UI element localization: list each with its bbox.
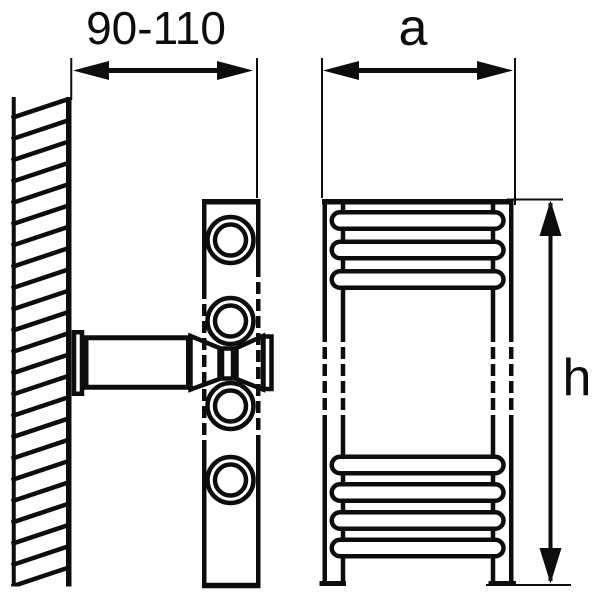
hatch-line xyxy=(11,480,69,504)
hatch-line xyxy=(11,565,69,587)
arrowhead-up-icon xyxy=(539,200,562,236)
tube-cross-sections xyxy=(205,214,256,506)
hatch-line xyxy=(11,373,69,398)
hatch-line xyxy=(11,224,69,248)
hatch-line xyxy=(11,458,69,483)
arrowhead-left-icon xyxy=(73,61,109,80)
bracket-clamp-neck xyxy=(219,346,236,381)
hatch-line xyxy=(11,203,69,227)
hatch-line xyxy=(11,352,69,376)
hatch-line xyxy=(11,160,69,185)
dimension-wall-offset: 90-110 xyxy=(70,2,258,198)
tube-inner-ring xyxy=(212,303,249,339)
wall-bracket xyxy=(71,330,274,396)
wall xyxy=(11,96,72,600)
hatch-line xyxy=(11,501,69,525)
tube-group-top xyxy=(329,210,506,290)
hatch-line xyxy=(11,288,69,312)
arrowhead-left-icon xyxy=(323,61,359,80)
hatch-line xyxy=(11,437,69,461)
hatch-line xyxy=(12,589,69,600)
dimension-wall-offset-label: 90-110 xyxy=(86,2,226,54)
hatch-line xyxy=(11,245,69,270)
tube-crossbar xyxy=(329,454,506,476)
tube-inner-ring xyxy=(212,222,249,258)
tube-group-bottom xyxy=(329,454,506,559)
dimension-width: a xyxy=(321,0,516,205)
hatch-line xyxy=(11,416,69,440)
tube-crossbar xyxy=(329,269,506,290)
hatch-line xyxy=(11,544,69,568)
hatch-line xyxy=(11,182,69,206)
radiator-side-view xyxy=(71,199,274,589)
arrowhead-down-icon xyxy=(539,548,562,584)
wall-hatching xyxy=(11,96,69,600)
hatch-line xyxy=(11,522,69,547)
tube-crossbar xyxy=(329,239,506,261)
tube-inner-ring xyxy=(212,462,249,498)
dimension-width-label: a xyxy=(399,0,428,57)
radiator-front-view xyxy=(319,199,516,586)
tube-crossbar xyxy=(329,537,506,559)
dimension-height: h xyxy=(486,198,592,586)
tube-crossbar xyxy=(329,210,506,231)
bracket-wall-plate xyxy=(71,330,85,396)
hatch-line xyxy=(11,267,69,291)
bracket-arm xyxy=(83,335,191,390)
hatch-line xyxy=(11,139,69,163)
hatch-line xyxy=(11,96,69,121)
arrowhead-right-icon xyxy=(477,61,513,80)
hatch-line xyxy=(11,395,69,419)
dimension-height-label: h xyxy=(563,349,592,407)
tube-crossbar xyxy=(329,510,506,531)
tube-crossbar xyxy=(329,482,506,503)
hatch-line xyxy=(11,309,69,334)
arrowhead-right-icon xyxy=(217,61,253,80)
hatch-line xyxy=(11,331,69,355)
tube-inner-ring xyxy=(212,388,249,424)
hatch-line xyxy=(11,118,69,142)
bracket-back-plate xyxy=(261,334,274,392)
